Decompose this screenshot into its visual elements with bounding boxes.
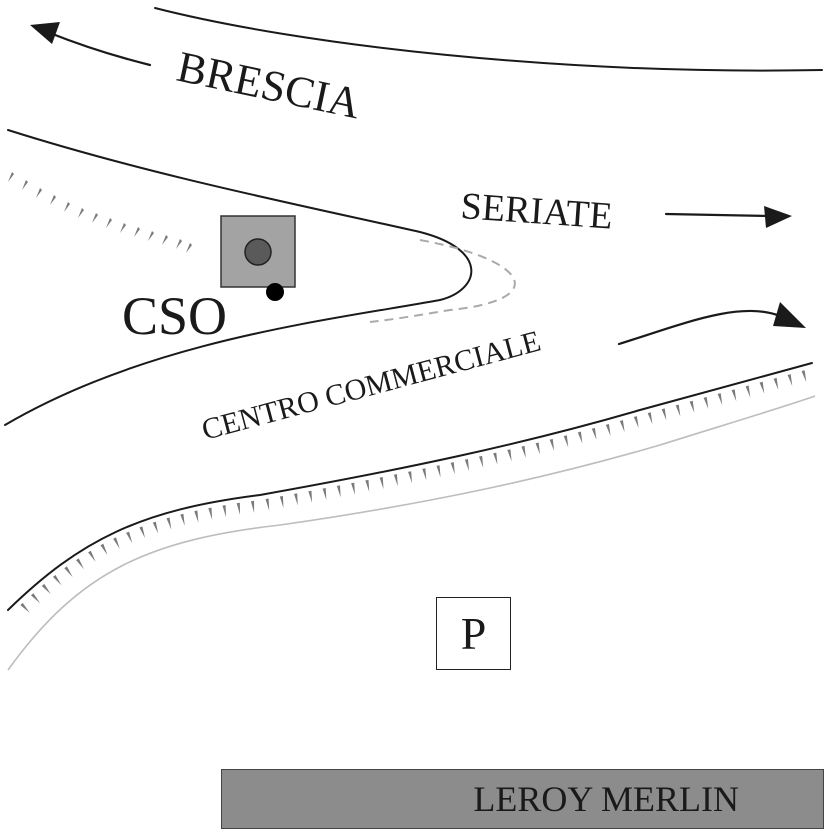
hatch-tick xyxy=(208,507,213,520)
hatch-tick xyxy=(436,465,441,478)
label-centro-commerciale: CENTRO COMMERCIALE xyxy=(198,325,544,447)
hatch-tick xyxy=(633,416,639,429)
hatch-tick xyxy=(535,442,540,455)
hatch-tick xyxy=(393,474,398,487)
road-dashed xyxy=(369,239,516,323)
hatch-tick xyxy=(661,408,667,421)
hatch-tick xyxy=(493,452,498,465)
parking-icon[interactable]: P xyxy=(436,597,511,670)
hatch-tick xyxy=(322,488,327,501)
hatch-tick xyxy=(717,393,723,406)
hatch-tick xyxy=(408,471,413,484)
hatch-tick xyxy=(563,435,569,448)
hatch-tick xyxy=(336,485,341,498)
hatch-tick xyxy=(703,396,709,409)
label-cso: CSO xyxy=(122,286,227,346)
hatch-tick xyxy=(507,449,512,462)
hatch-tick xyxy=(759,381,765,394)
hatch-tick xyxy=(801,370,807,383)
hatch-tick xyxy=(379,477,384,490)
hatch-tick xyxy=(577,431,583,444)
hatch-tick xyxy=(52,574,62,586)
hatch-tick xyxy=(76,558,84,570)
road-lower-edge xyxy=(7,362,813,611)
circle-marker-icon xyxy=(244,238,272,266)
dot-icon xyxy=(266,283,284,301)
hatch-tick xyxy=(64,566,73,578)
hatch-tick xyxy=(180,513,185,526)
hatch-tick xyxy=(139,526,146,539)
road-lower-edge-secondary xyxy=(7,395,816,671)
hatch-tick xyxy=(41,583,51,595)
hatch-tick xyxy=(222,505,227,518)
brescia-arrow-line xyxy=(48,31,152,67)
hatch-tick xyxy=(126,531,133,544)
hatch-tick xyxy=(773,377,779,390)
hatch-tick xyxy=(689,400,695,413)
label-seriate: SERIATE xyxy=(459,185,614,238)
store-leroy-merlin[interactable]: LEROY MERLIN xyxy=(221,769,824,829)
hatch-tick xyxy=(745,385,751,398)
parking-symbol: P xyxy=(460,608,487,659)
seriate-arrowhead-icon xyxy=(764,206,792,228)
hatch-tick xyxy=(675,404,681,417)
hatch-tick xyxy=(605,424,611,437)
seriate-arrow-line xyxy=(664,212,772,218)
hatch-tick xyxy=(265,498,270,511)
hatch-tick xyxy=(422,468,427,481)
hatch-tick xyxy=(464,459,470,472)
hatch-tick xyxy=(194,510,199,523)
hatch-tick xyxy=(549,438,555,451)
hatch-tick xyxy=(152,521,159,534)
centro-commerciale-arrowhead-icon xyxy=(773,302,806,328)
hatch-tick xyxy=(731,389,737,402)
centro-commerciale-arrow-line xyxy=(617,309,782,346)
road-top-edge xyxy=(154,7,823,72)
hatch-tick xyxy=(479,455,484,468)
hatch-tick xyxy=(30,593,41,604)
hatch-tick xyxy=(166,517,172,530)
hatch-tick xyxy=(619,420,625,433)
embankment-hatch-lower xyxy=(20,370,807,613)
road-loop xyxy=(4,129,473,426)
hatch-tick xyxy=(294,493,298,506)
brescia-arrowhead-icon xyxy=(30,22,60,44)
hatch-tick xyxy=(787,374,793,387)
hatch-tick xyxy=(521,445,526,458)
hatch-tick xyxy=(20,602,30,613)
hatch-tick xyxy=(250,500,255,513)
hatch-tick xyxy=(351,482,355,495)
hatch-tick xyxy=(450,462,455,475)
embankment-hatch-upper xyxy=(8,172,192,253)
hatch-tick xyxy=(365,479,370,492)
store-name: LEROY MERLIN xyxy=(473,779,739,819)
hatch-tick xyxy=(236,502,241,515)
hatch-tick xyxy=(308,490,313,503)
label-brescia: BRESCIA xyxy=(173,42,365,129)
hatch-tick xyxy=(647,412,653,425)
hatch-tick xyxy=(88,550,96,562)
hatch-tick xyxy=(279,495,284,509)
hatch-tick xyxy=(591,427,597,440)
hatch-tick xyxy=(100,543,108,556)
hatch-tick xyxy=(113,537,120,549)
